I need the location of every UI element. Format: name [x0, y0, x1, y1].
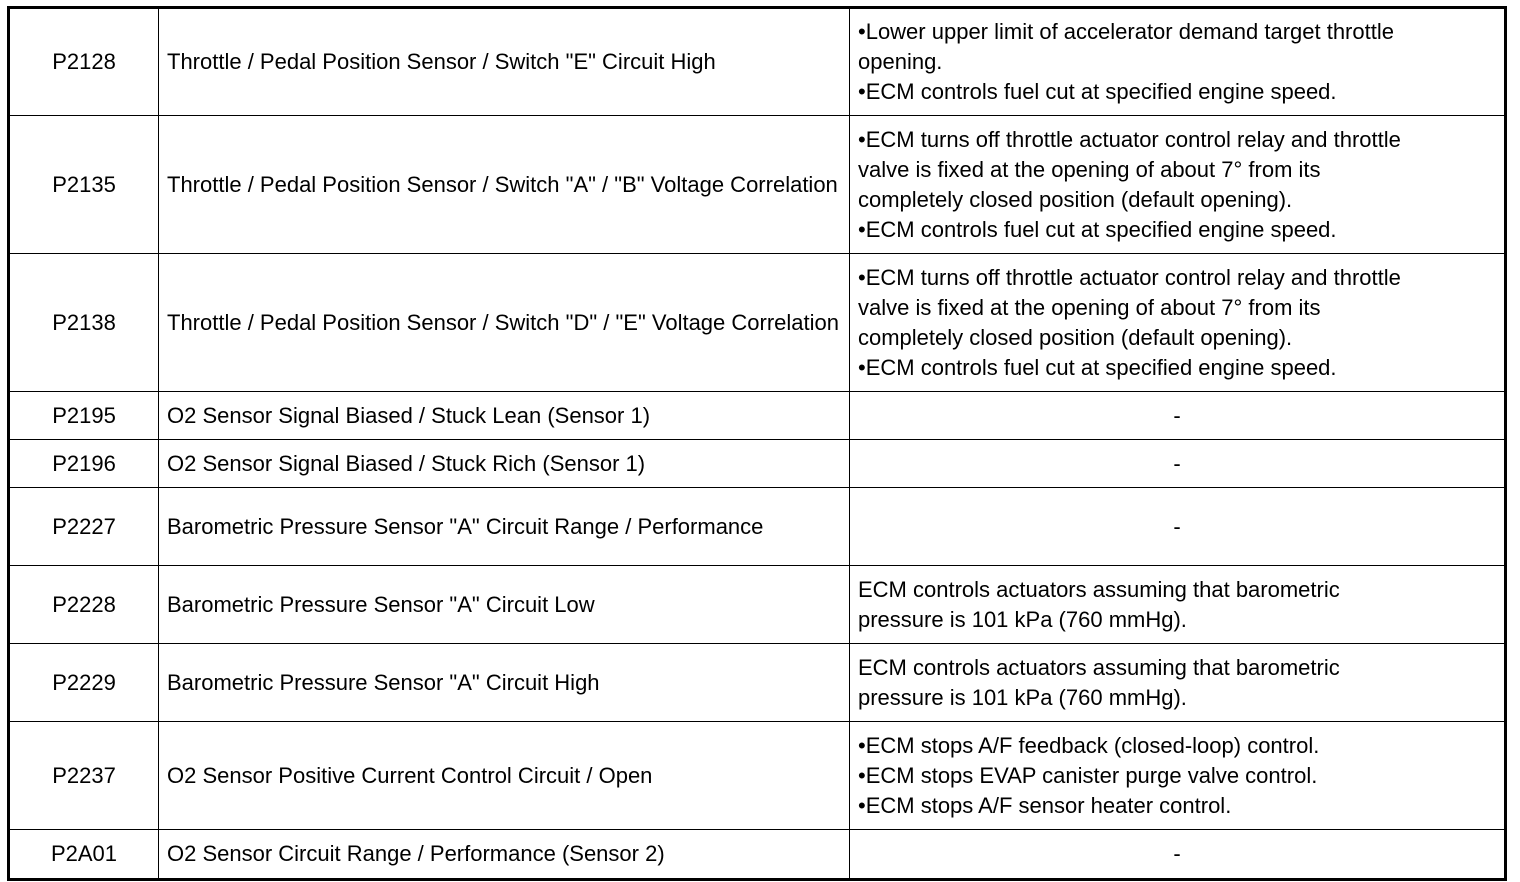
fail-safe-cell: -: [849, 439, 1506, 488]
fail-safe-cell: -: [849, 391, 1506, 440]
dtc-code-cell: P2138: [8, 253, 159, 392]
fail-safe-cell: ECM controls actuators assuming that bar…: [849, 643, 1506, 722]
dtc-code-cell: P2128: [8, 7, 159, 116]
fail-safe-cell: -: [849, 487, 1506, 566]
fail-safe-cell: -: [849, 829, 1506, 880]
fail-safe-line: pressure is 101 kPa (760 mmHg).: [858, 606, 1187, 632]
fail-safe-cell: ECM controls actuators assuming that bar…: [849, 565, 1506, 644]
fail-safe-line: •ECM controls fuel cut at specified engi…: [858, 354, 1337, 380]
fail-safe-line: •ECM controls fuel cut at specified engi…: [858, 79, 1337, 104]
fail-safe-cell: •Lower upper limit of accelerator demand…: [849, 7, 1506, 116]
fail-safe-line: ECM controls actuators assuming that bar…: [858, 654, 1340, 680]
fail-safe-line: •ECM turns off throttle actuator control…: [858, 264, 1401, 290]
fail-safe-line: -: [1173, 841, 1181, 866]
fail-safe-cell: •ECM turns off throttle actuator control…: [849, 253, 1506, 392]
fail-safe-line: •ECM controls fuel cut at specified engi…: [858, 216, 1337, 242]
detection-item-cell: Barometric Pressure Sensor "A" Circuit H…: [158, 643, 850, 722]
fail-safe-line: valve is fixed at the opening of about 7…: [858, 294, 1321, 320]
fail-safe-cell: •ECM turns off throttle actuator control…: [849, 115, 1506, 254]
fail-safe-cell: •ECM stops A/F feedback (closed-loop) co…: [849, 721, 1506, 830]
dtc-code-cell: P2227: [8, 487, 159, 566]
fail-safe-line: •Lower upper limit of accelerator demand…: [858, 19, 1394, 44]
dtc-code-cell: P2135: [8, 115, 159, 254]
fail-safe-line: -: [1173, 513, 1181, 539]
fail-safe-line: -: [1173, 402, 1181, 428]
detection-item-cell: O2 Sensor Signal Biased / Stuck Lean (Se…: [158, 391, 850, 440]
fail-safe-line: completely closed position (default open…: [858, 324, 1293, 350]
detection-item-cell: Barometric Pressure Sensor "A" Circuit L…: [158, 565, 850, 644]
detection-item-cell: O2 Sensor Signal Biased / Stuck Rich (Se…: [158, 439, 850, 488]
detection-item-cell: Throttle / Pedal Position Sensor / Switc…: [158, 253, 850, 392]
fail-safe-line: valve is fixed at the opening of about 7…: [858, 156, 1321, 182]
detection-item-cell: O2 Sensor Positive Current Control Circu…: [158, 721, 850, 830]
detection-item-cell: Throttle / Pedal Position Sensor / Switc…: [158, 7, 850, 116]
fail-safe-line: •ECM stops EVAP canister purge valve con…: [858, 762, 1318, 788]
fail-safe-line: -: [1173, 450, 1181, 476]
fail-safe-line: •ECM turns off throttle actuator control…: [858, 126, 1401, 152]
dtc-code-cell: P2195: [8, 391, 159, 440]
fail-safe-line: opening.: [858, 49, 943, 74]
detection-item-cell: Barometric Pressure Sensor "A" Circuit R…: [158, 487, 850, 566]
fail-safe-line: •ECM stops A/F sensor heater control.: [858, 792, 1232, 818]
dtc-code-cell: P2229: [8, 643, 159, 722]
fail-safe-line: ECM controls actuators assuming that bar…: [858, 576, 1340, 602]
fail-safe-line: •ECM stops A/F feedback (closed-loop) co…: [858, 732, 1320, 758]
fail-safe-line: completely closed position (default open…: [858, 186, 1293, 212]
detection-item-cell: Throttle / Pedal Position Sensor / Switc…: [158, 115, 850, 254]
detection-item-cell: O2 Sensor Circuit Range / Performance (S…: [158, 829, 850, 880]
fail-safe-line: pressure is 101 kPa (760 mmHg).: [858, 684, 1187, 710]
dtc-code-cell: P2A01: [8, 829, 159, 880]
dtc-code-cell: P2228: [8, 565, 159, 644]
dtc-code-cell: P2237: [8, 721, 159, 830]
dtc-code-cell: P2196: [8, 439, 159, 488]
